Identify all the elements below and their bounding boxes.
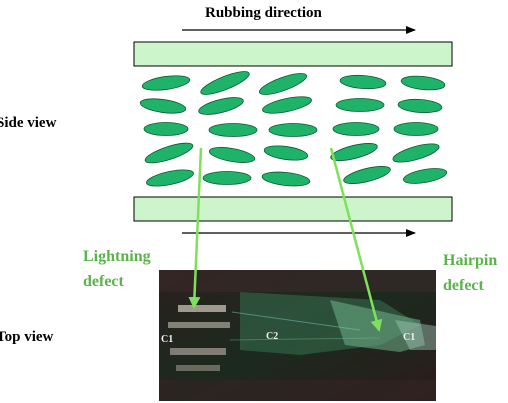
molecule: [261, 93, 313, 116]
molecule: [139, 96, 186, 115]
molecule: [145, 167, 195, 190]
molecule: [208, 145, 256, 166]
molecule: [269, 124, 317, 137]
molecule: [257, 69, 308, 98]
molecule: [141, 73, 190, 93]
molecule: [143, 139, 195, 167]
molecule: [342, 163, 392, 187]
molecule: [400, 74, 445, 92]
top-plate: [134, 42, 452, 66]
photo-label-c2: C2: [266, 331, 278, 342]
molecule: [336, 99, 384, 112]
molecule: [340, 74, 387, 90]
molecule: [402, 166, 448, 186]
molecule: [198, 67, 251, 99]
molecule: [144, 123, 188, 136]
molecule: [391, 140, 441, 166]
molecules: [139, 67, 447, 189]
molecule: [394, 123, 438, 136]
photo-label-c1-right: C1: [403, 332, 415, 343]
molecule: [333, 123, 379, 136]
molecule: [398, 98, 443, 114]
molecule: [263, 144, 308, 163]
molecule: [209, 124, 257, 137]
molecule: [329, 140, 379, 164]
molecule: [203, 172, 251, 185]
molecule: [197, 94, 245, 118]
photo-label-c1-left: C1: [161, 334, 173, 345]
bottom-plate: [134, 197, 452, 221]
molecule: [261, 170, 310, 188]
top-view-photo: C1 C2 C1: [159, 270, 436, 401]
